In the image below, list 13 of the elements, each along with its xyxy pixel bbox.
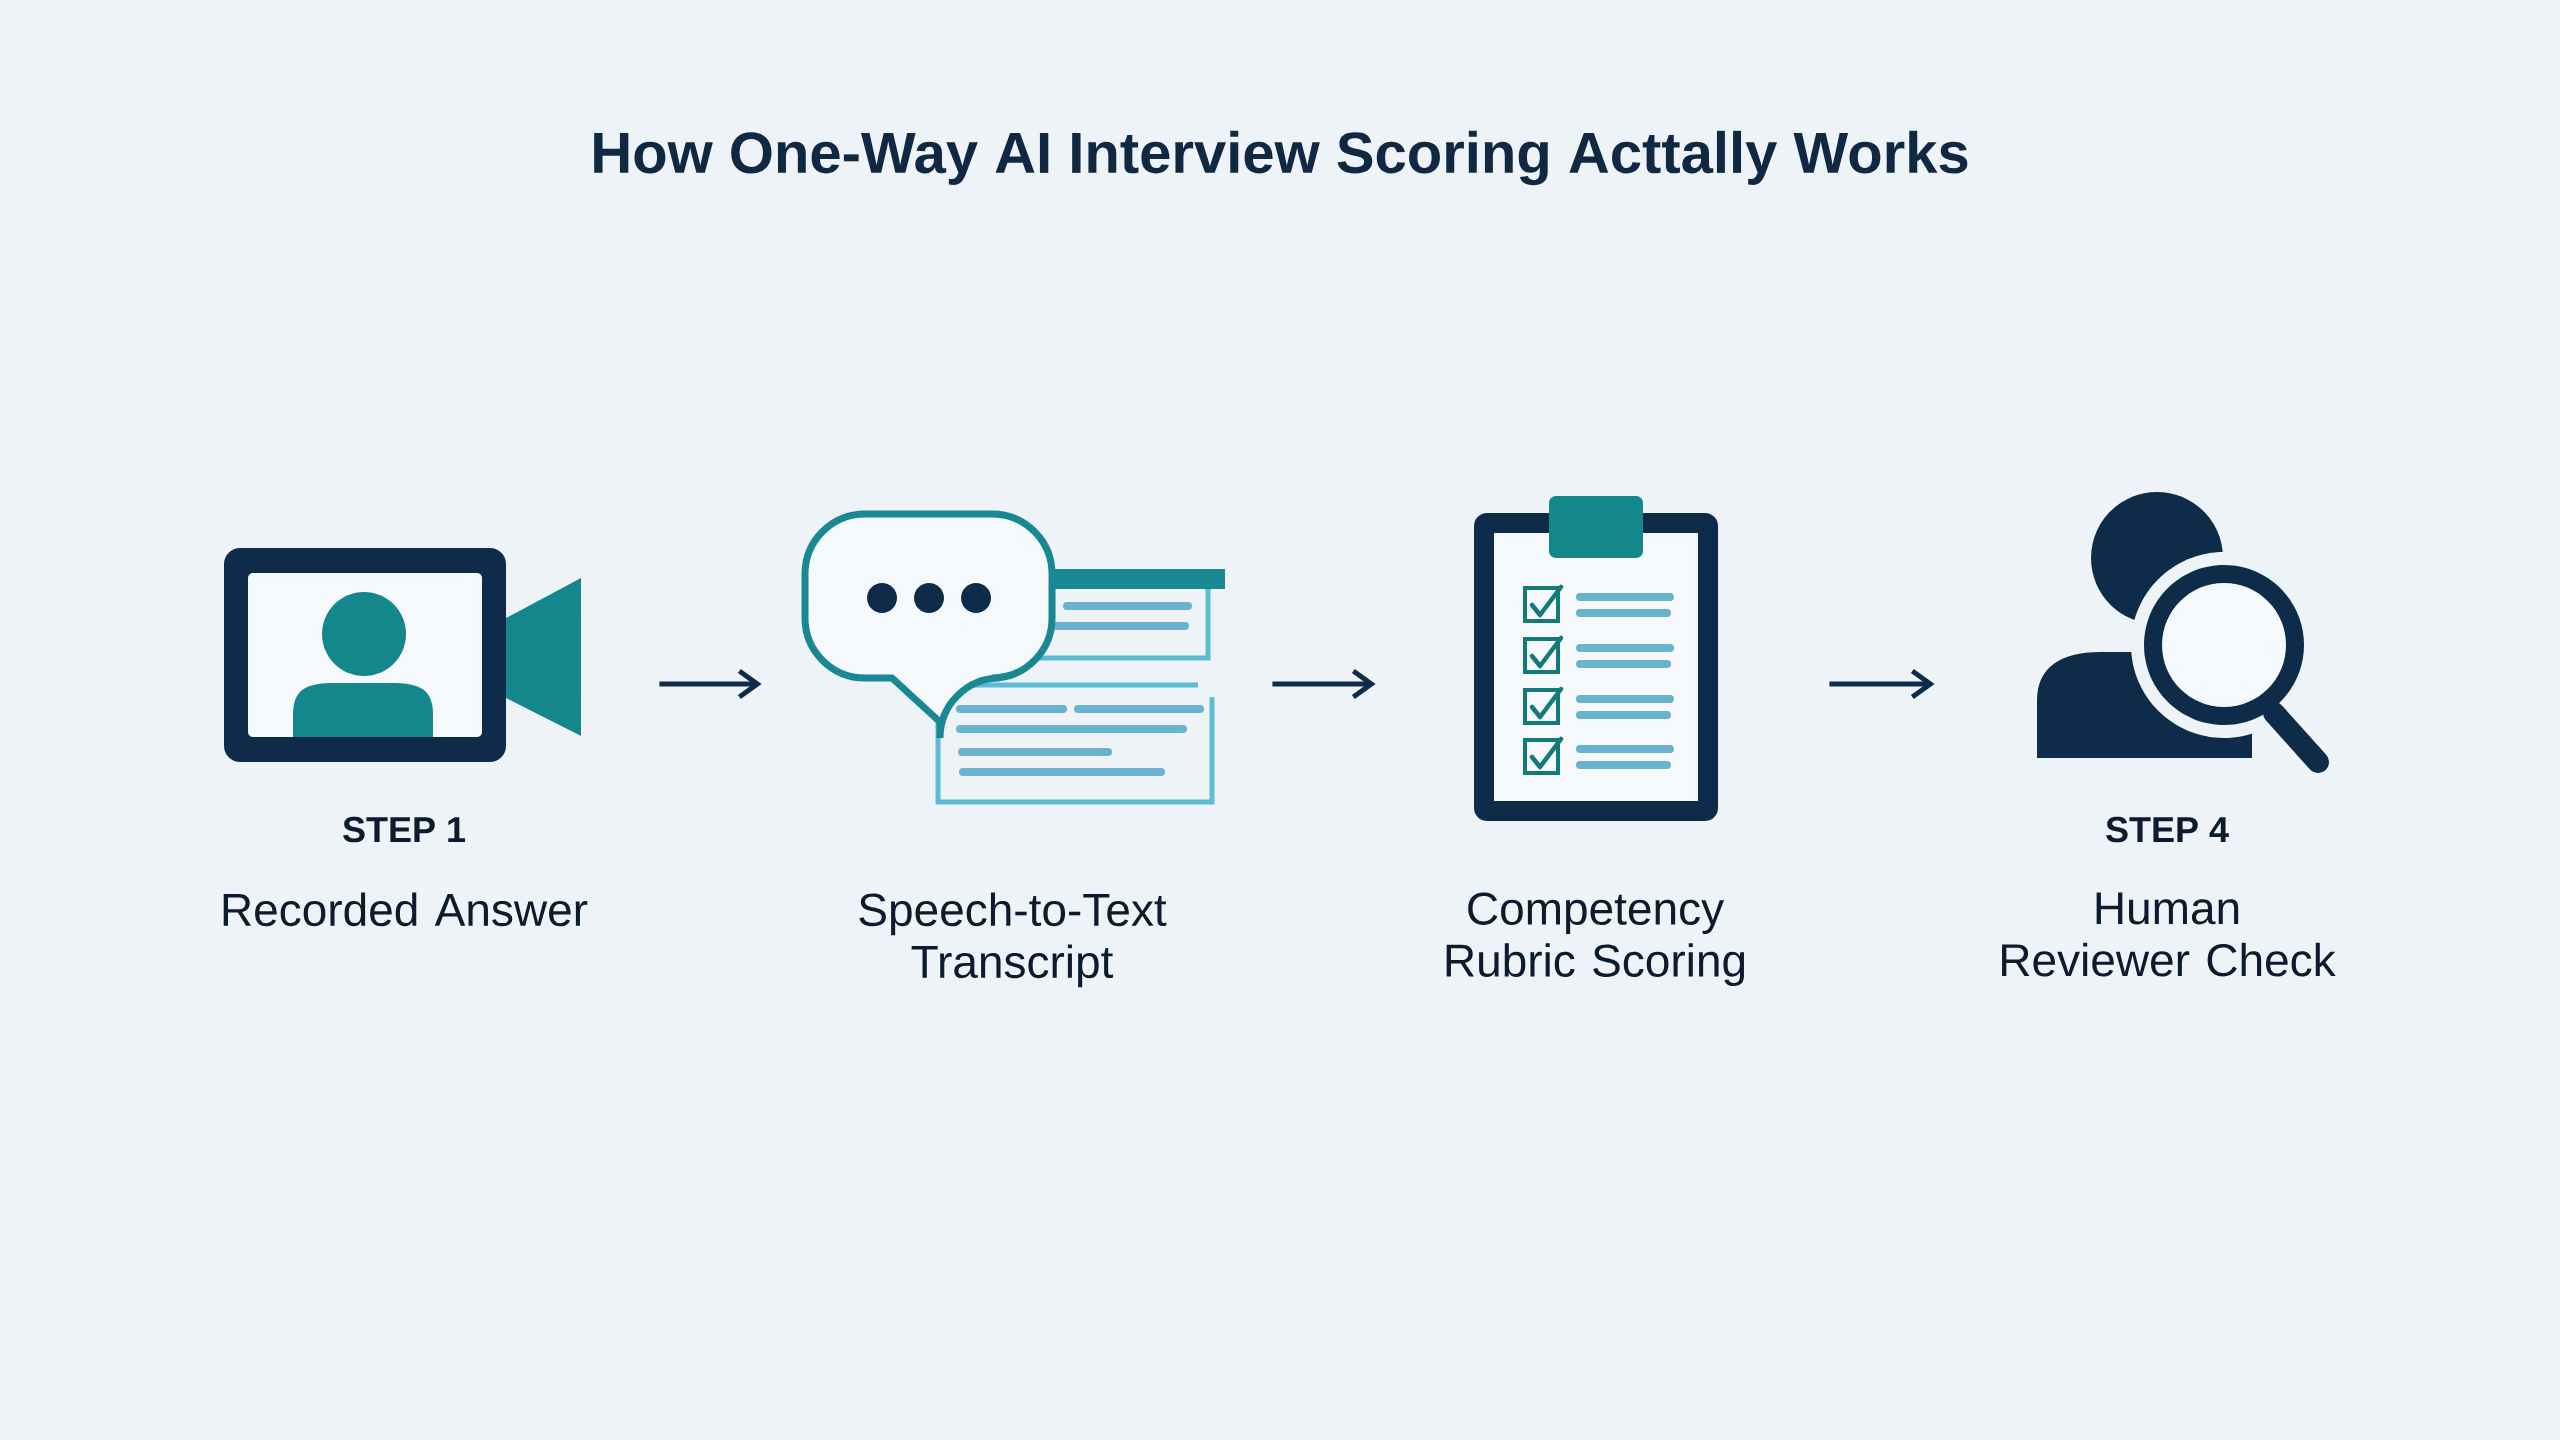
title: How One-Way AI Interview Scoring Acttally Works [594, 130, 1968, 186]
step-caption: Competency Rubric Scoring [1446, 892, 1745, 987]
arrow [1829, 668, 1935, 700]
step-label: STEP 1 [343, 816, 466, 843]
step-caption: Human Reviewer Check [2002, 892, 2336, 977]
chat-transcript-icon [801, 510, 1225, 805]
person-magnifier-icon [2037, 492, 2329, 773]
step-caption: Speech-to-Text Transcript [859, 892, 1167, 988]
step-caption: Recorded Answer [223, 892, 588, 927]
arrow [1272, 668, 1376, 700]
step-label: STEP 4 [2106, 816, 2229, 843]
video-camera-icon [224, 548, 581, 762]
clipboard-checklist-icon [1474, 496, 1718, 821]
